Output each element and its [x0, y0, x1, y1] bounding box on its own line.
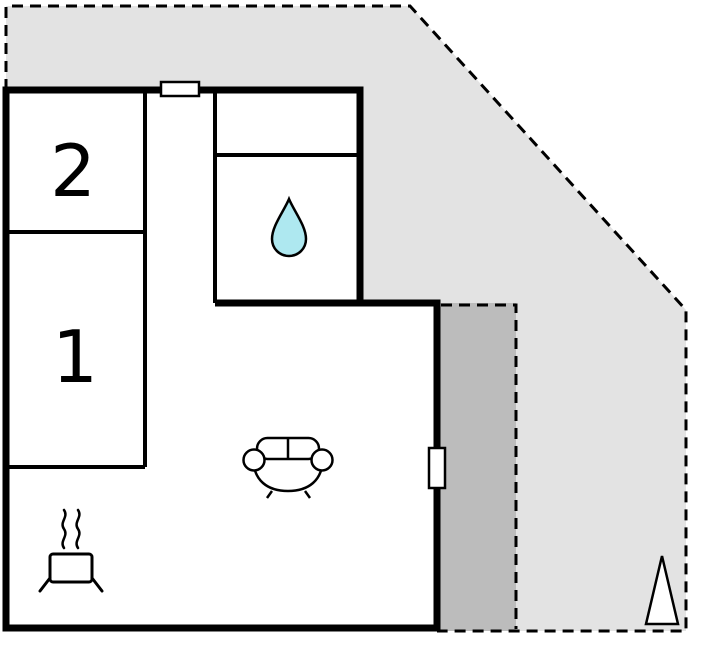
house-outline: [2, 86, 441, 632]
sofa-icon: [242, 436, 334, 499]
pot-body: [48, 552, 94, 584]
sofa-leg-left: [265, 490, 274, 499]
house: [2, 80, 447, 632]
interior-walls: [6, 90, 362, 469]
room-labels: 2 1: [50, 129, 98, 399]
terrace-boundary-dashed: [441, 303, 518, 629]
plot-boundary-dashed: [4, 4, 688, 633]
sofa-leg-right: [303, 490, 312, 499]
water-drop-icon: [270, 195, 308, 258]
sofa-armrest-right: [310, 448, 334, 472]
north-triangle-icon: [644, 555, 680, 626]
bedroom-2-label: 2: [50, 129, 96, 213]
bedroom-1-label: 1: [52, 315, 98, 399]
window-icon: [159, 80, 201, 98]
door-icon: [427, 446, 447, 490]
plot: [4, 4, 688, 633]
pot-handle-right: [90, 576, 104, 593]
sofa-armrest-left: [242, 448, 266, 472]
steam-line-1: [61, 508, 67, 550]
pot-handle-left: [38, 576, 52, 593]
cooking-pot-icon: [38, 508, 104, 593]
steam-line-2: [75, 508, 81, 550]
covered-terrace: [437, 303, 516, 631]
